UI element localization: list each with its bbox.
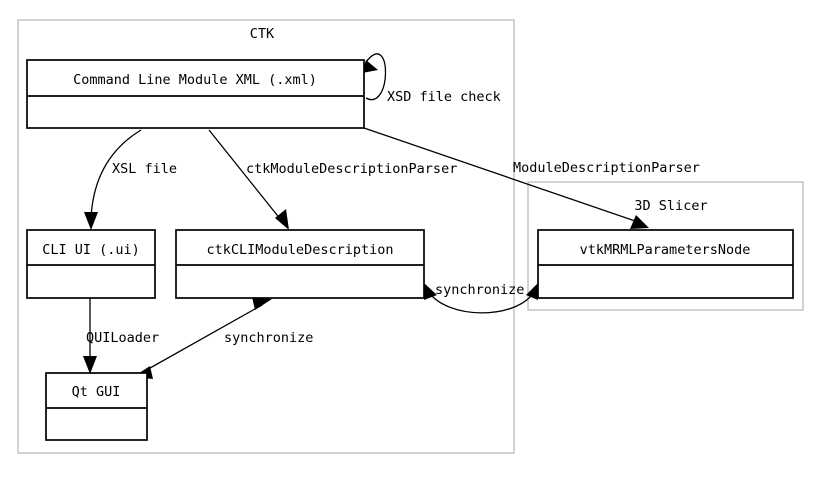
node-label-ctk-cli-module-description: ctkCLIModuleDescription (207, 242, 394, 258)
edge-label-module-description-parser: ModuleDescriptionParser (513, 160, 700, 176)
group-frame-ctk (17, 19, 515, 454)
edge-label-ctk-module-description-parser: ctkModuleDescriptionParser (246, 161, 457, 177)
edge-label-synchronize-left: synchronize (224, 330, 313, 346)
edge-label-xsd-file-check: XSD file check (387, 89, 501, 105)
node-vtk-mrml-parameters-node[interactable]: vtkMRMLParametersNode (537, 229, 794, 299)
node-command-line-module-xml[interactable]: Command Line Module XML (.xml) (26, 59, 365, 129)
arrowhead-synchronize-left-upper (252, 297, 272, 310)
edge-quiloader: QUILoader (83, 298, 159, 374)
group-title-slicer: 3D Slicer (634, 198, 707, 214)
node-label-qt-gui: Qt GUI (72, 384, 121, 400)
node-qt-gui[interactable]: Qt GUI (45, 372, 148, 441)
edge-synchronize-left: synchronize (133, 297, 313, 379)
node-ctk-cli-module-description[interactable]: ctkCLIModuleDescription (175, 229, 425, 299)
node-cli-ui[interactable]: CLI UI (.ui) (26, 229, 156, 299)
arrowhead-xsl-file (84, 212, 98, 230)
node-label-cli-ui: CLI UI (.ui) (42, 242, 140, 258)
edge-label-quiloader: QUILoader (86, 330, 159, 346)
node-label-command-line-module-xml: Command Line Module XML (.xml) (73, 72, 317, 88)
edge-label-synchronize-right: synchronize (435, 282, 524, 298)
group-title-ctk: CTK (250, 26, 275, 42)
node-label-vtk-mrml-parameters-node: vtkMRMLParametersNode (580, 242, 751, 258)
arrowhead-synchronize-right-left (424, 283, 437, 300)
edge-label-xsl-file: XSL file (112, 161, 177, 177)
arrowhead-xsd-file-check (362, 60, 378, 73)
arrowhead-quiloader (83, 356, 97, 374)
arrowhead-ctk-module-description-parser (275, 209, 289, 230)
arrowhead-module-description-parser (630, 215, 649, 229)
edge-xsl-file: XSL file (84, 129, 177, 230)
edge-xsd-file-check: XSD file check (362, 53, 501, 105)
edge-module-description-parser: ModuleDescriptionParser (363, 127, 700, 229)
edge-synchronize-right: synchronize (424, 282, 538, 314)
group-frame-slicer (527, 181, 804, 311)
edge-ctk-module-description-parser: ctkModuleDescriptionParser (208, 129, 457, 230)
arrowhead-synchronize-right-right (526, 283, 538, 300)
